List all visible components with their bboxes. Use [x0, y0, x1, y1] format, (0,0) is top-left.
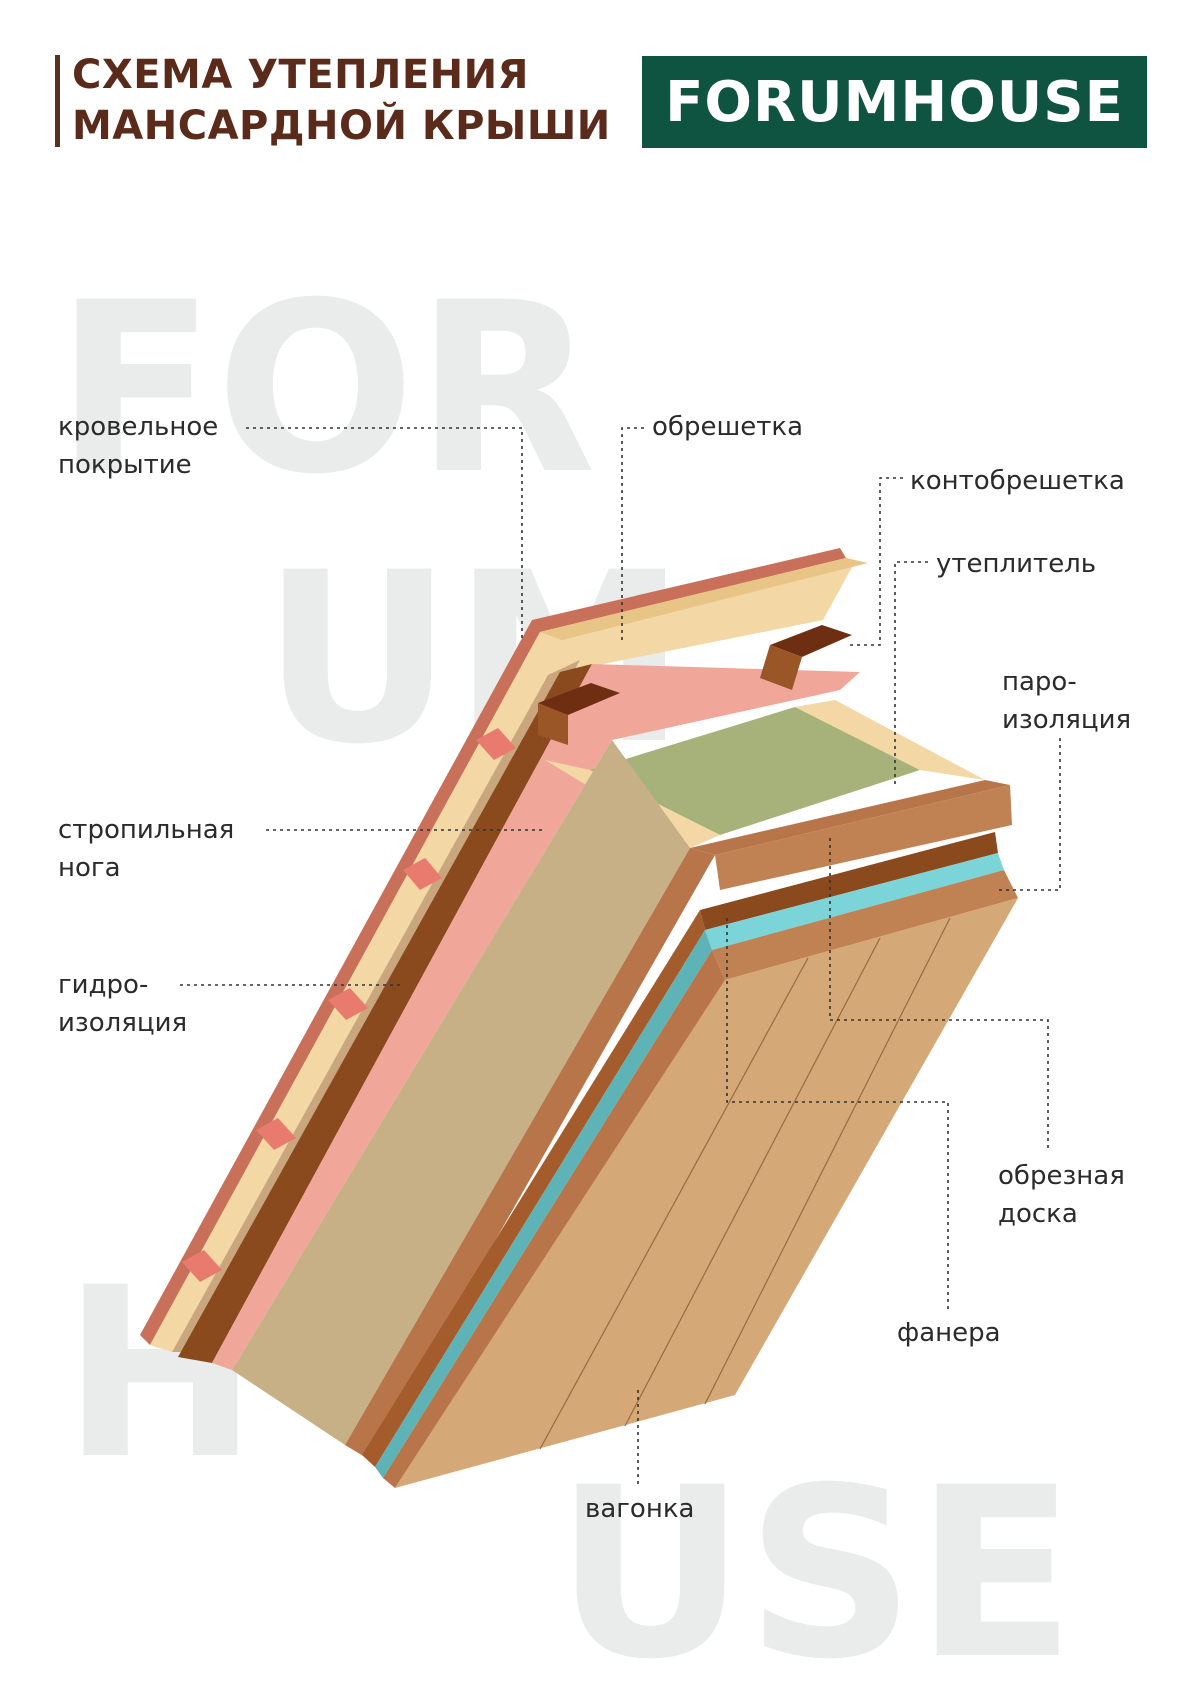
osb-band-right [795, 700, 985, 780]
counter-batten-block-1-front [538, 703, 568, 745]
counter-batten-block-1 [538, 683, 620, 715]
label-vapor-barrier-line-2: изоляция [1002, 705, 1132, 735]
forumhouse-logo: FORUMHOUSE [642, 56, 1147, 148]
label-roofing-line-2: покрытие [58, 450, 192, 480]
osb-layer [150, 558, 852, 1352]
label-insulation: утеплитель [936, 549, 1097, 579]
label-waterproofing-line-2: изоляция [58, 1008, 188, 1038]
label-waterproofing-line-1: гидро- [58, 970, 149, 1000]
waterproofing-membrane [212, 664, 860, 1370]
leader-plywood [726, 918, 949, 1310]
lining-top [712, 870, 1018, 980]
plywood-bar [700, 832, 998, 930]
label-waterproofing: гидро- изоляция [58, 966, 187, 1042]
label-vapor-barrier: паро- изоляция [1002, 663, 1131, 739]
label-rafter: стропильная нога [58, 811, 234, 887]
leader-counter-battens [850, 477, 903, 646]
watermark-line-4: USE [555, 1438, 1076, 1697]
label-counter-battens: контобрешетка [910, 466, 1125, 496]
title-accent-bar [55, 55, 60, 147]
leader-edged-board [829, 838, 1049, 1150]
label-edged-board-line-2: доска [998, 1199, 1078, 1229]
roofing-layer [140, 548, 846, 1345]
label-rafter-line-1: стропильная [58, 815, 235, 845]
leader-lines [180, 427, 1061, 1485]
insulation-top [590, 707, 920, 835]
label-edged-board-line-1: обрезная [998, 1161, 1125, 1191]
edged-board-top [690, 780, 1010, 855]
label-rafter-line-2: нога [58, 853, 121, 883]
counter-batten-bar [178, 664, 592, 1363]
label-battens: обрешетка [652, 412, 804, 442]
membrane-strips [182, 728, 516, 1282]
roof-cross-section [140, 548, 1018, 1488]
counter-batten-block-2 [770, 625, 852, 657]
leader-battens [621, 427, 644, 640]
lining-edge [383, 950, 725, 1488]
watermark-line-1: FOR [55, 253, 596, 526]
page-title: СХЕМА УТЕПЛЕНИЯ МАНСАРДНОЙ КРЫШИ [72, 50, 611, 152]
leader-roofing [246, 427, 523, 640]
vapor-barrier-top [705, 853, 1004, 950]
rafter-side [232, 740, 690, 1445]
label-roofing-line-1: кровельное [58, 412, 219, 442]
label-lining: вагонка [585, 1494, 695, 1524]
leader-vapor-barrier [996, 738, 1061, 891]
edged-board-top-2 [715, 785, 1012, 890]
edged-board-face [345, 848, 715, 1460]
label-roofing: кровельное покрытие [58, 408, 218, 484]
page-title-line-1: СХЕМА УТЕПЛЕНИЯ [72, 52, 529, 98]
label-edged-board: обрезная доска [998, 1157, 1125, 1233]
plywood-face [362, 910, 705, 1467]
lining-face [395, 898, 1018, 1488]
page-title-line-2: МАНСАРДНОЙ КРЫШИ [72, 103, 611, 149]
osb-top [540, 558, 868, 640]
label-vapor-barrier-line-1: паро- [1002, 667, 1077, 697]
counter-batten-block-2-front [760, 645, 802, 690]
vapor-barrier-face [375, 930, 712, 1478]
label-plywood: фанера [897, 1318, 1001, 1348]
